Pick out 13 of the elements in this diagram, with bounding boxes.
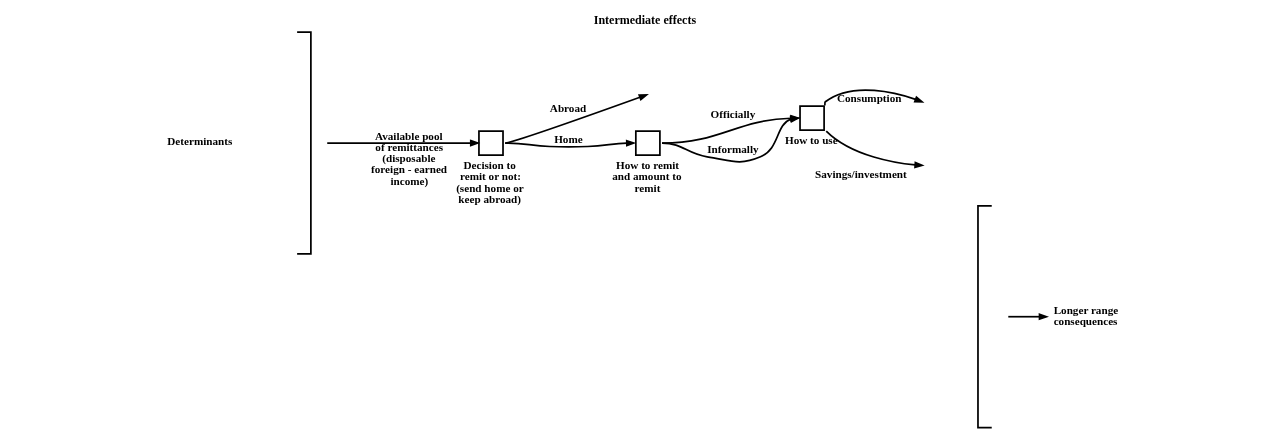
node-text: Determinants (167, 135, 233, 148)
node-text: Longer range consequences (1053, 303, 1119, 327)
diagram-title: Intermediate effects (593, 12, 697, 27)
node-label: Decision to remit or not: (send home or keep abroad) (456, 159, 524, 205)
node-label: How to remit and amount to remit (612, 159, 682, 194)
node-label: How to use (784, 134, 838, 147)
edge-label: Savings/investment (815, 167, 907, 180)
edge-label: Consumption (836, 91, 902, 104)
edge-label: Informally (707, 142, 759, 155)
edge-label: Home (554, 132, 583, 145)
edge-label: Abroad (549, 102, 587, 115)
edge-label: Officially (710, 108, 756, 121)
node-label: Available pool of remittances (disposable foreign - earned income) (371, 129, 448, 187)
